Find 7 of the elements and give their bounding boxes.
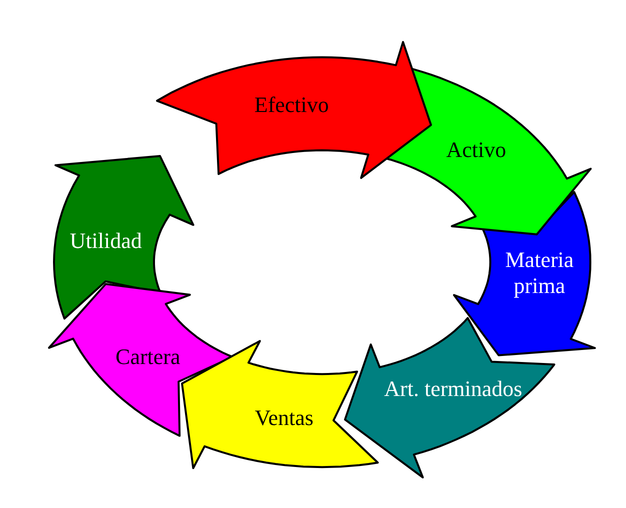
segment-label: Activo [446, 136, 506, 163]
segment-label: Ventas [254, 405, 314, 432]
segment-label: Cartera [116, 344, 180, 370]
segment-label: Efectivo [254, 92, 329, 118]
segment-label: Materia prima [504, 247, 575, 300]
segment-label: Art. terminados [384, 376, 522, 402]
segment-label: Utilidad [70, 228, 142, 254]
